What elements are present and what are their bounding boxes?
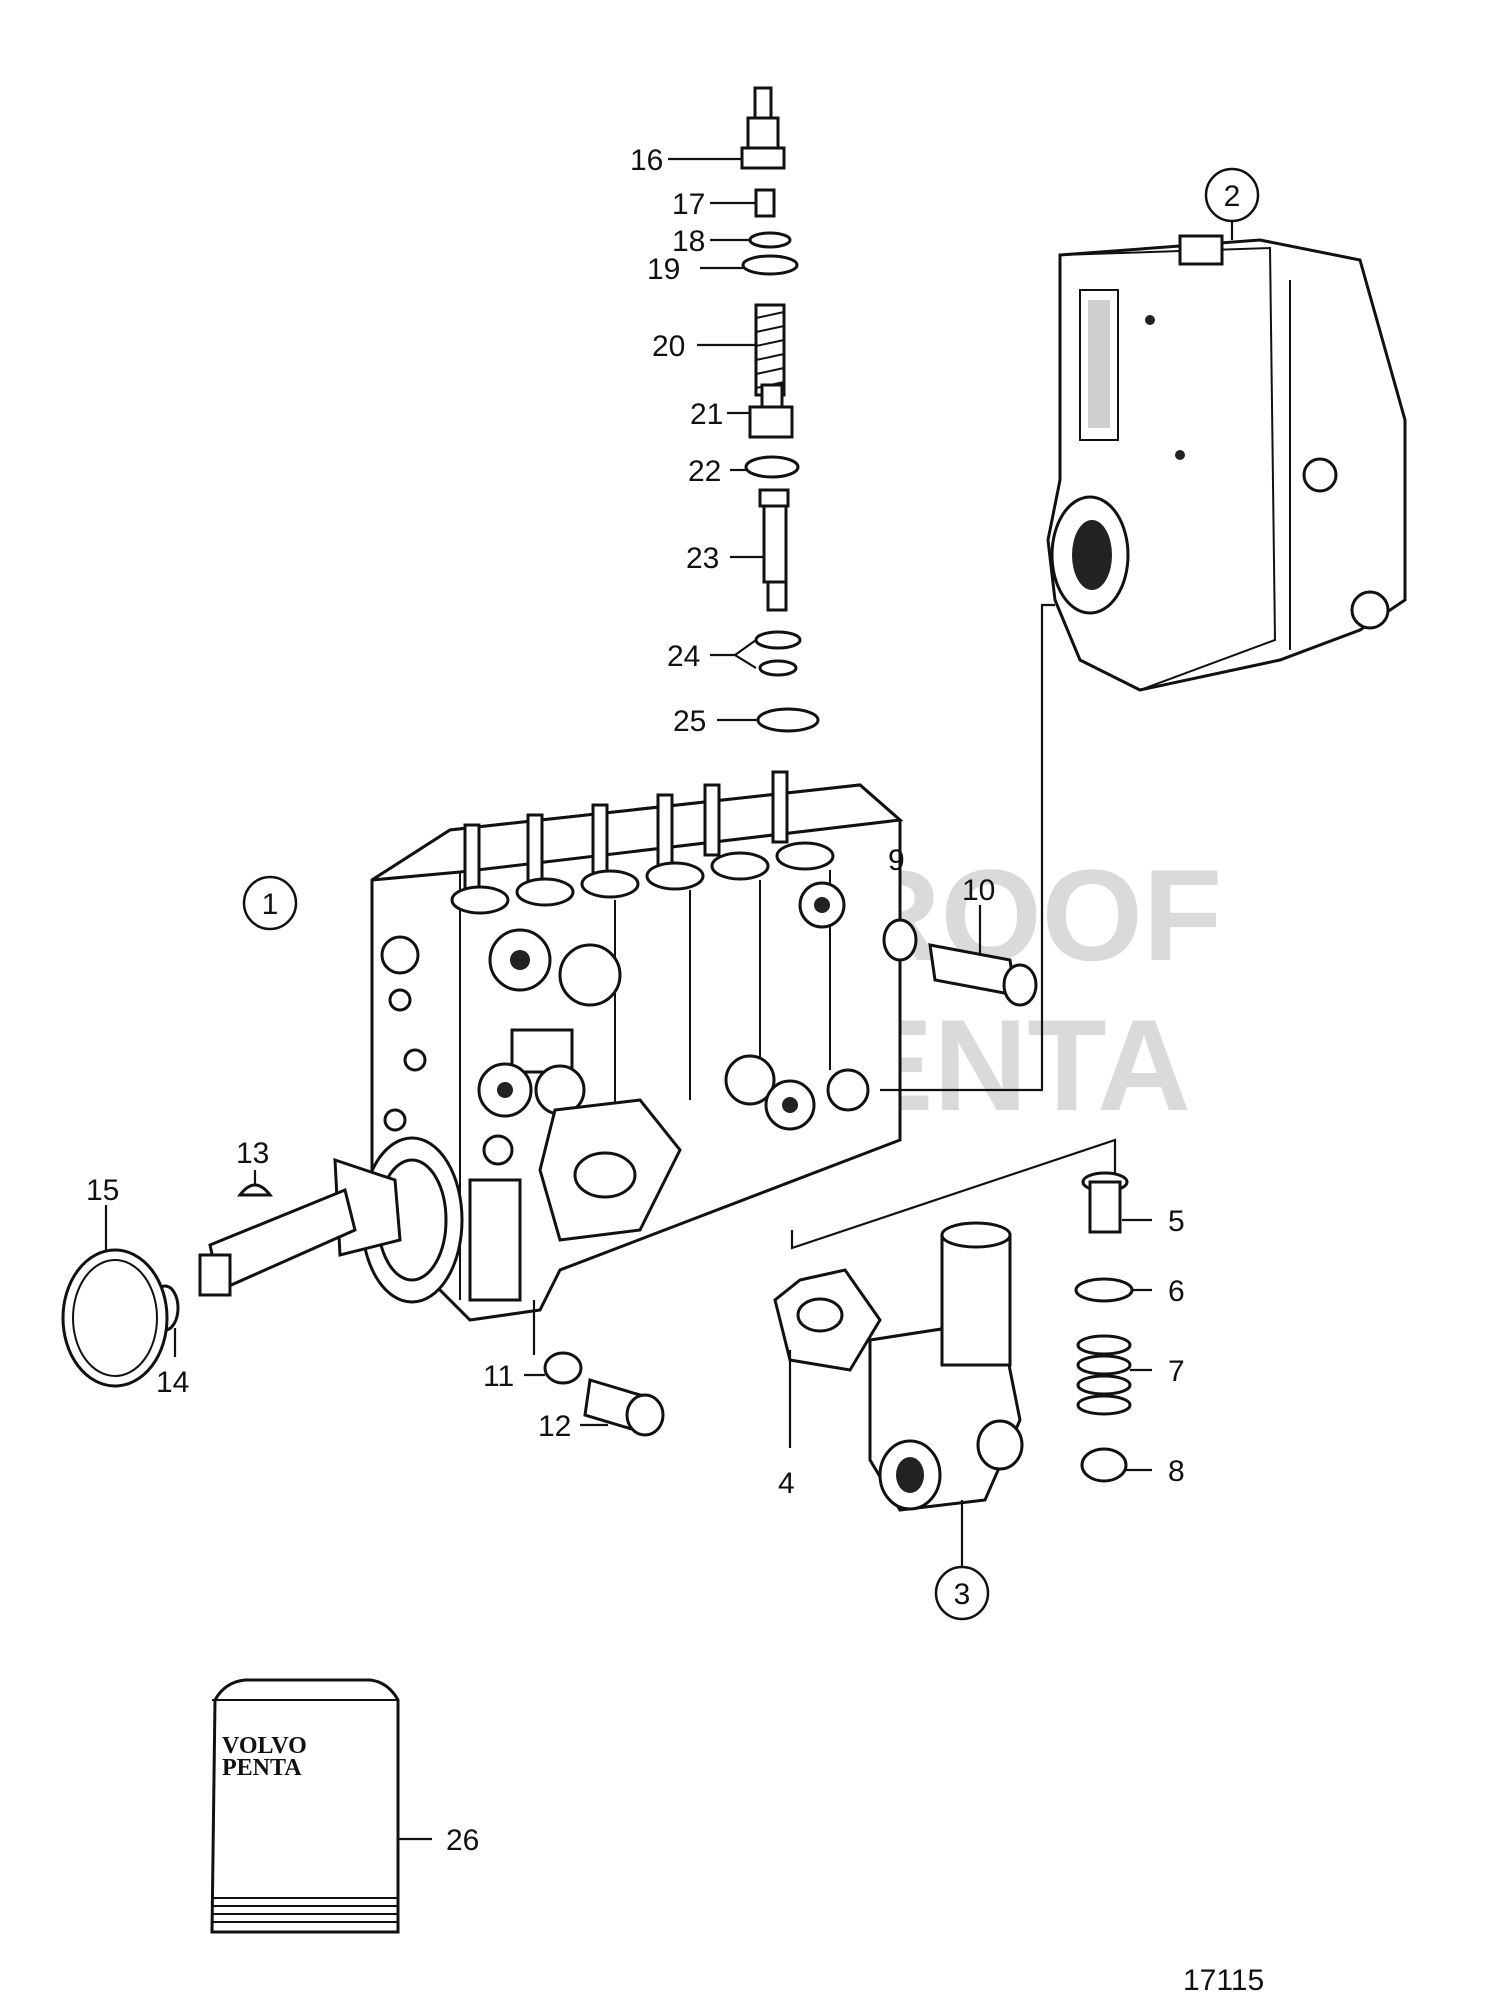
feed-pump [773, 1221, 1024, 1512]
callout-15: 15 [86, 1174, 119, 1207]
spring-7 [1076, 1334, 1132, 1416]
callout-25: 25 [673, 705, 706, 738]
callout-12: 12 [538, 1410, 571, 1443]
plunger-parts [1074, 1171, 1134, 1483]
callout-14: 14 [156, 1366, 189, 1399]
drive-shaft [61, 1157, 402, 1388]
circled-reference-3: 3 [934, 1500, 990, 1621]
callout-10: 10 [962, 874, 995, 907]
callout-20: 20 [652, 330, 685, 363]
leader-parts-5 [790, 1138, 1117, 1250]
callout-16: 16 [630, 144, 663, 177]
callout-6: 6 [1168, 1275, 1185, 1308]
volvo-penta-kit: VOLVO PENTA [210, 1678, 400, 1934]
callout-3: 3 [954, 1578, 971, 1611]
callout-21: 21 [690, 398, 723, 431]
callout-7: 7 [1168, 1355, 1185, 1388]
callout-1: 1 [262, 888, 279, 921]
callout-18: 18 [672, 225, 705, 258]
callout-13: 13 [236, 1137, 269, 1170]
callout-5: 5 [1168, 1205, 1185, 1238]
leader-housing [880, 603, 1055, 1092]
governor-housing [1046, 234, 1407, 692]
studs [463, 770, 789, 902]
callout-8: 8 [1168, 1455, 1185, 1488]
delivery-valve-stack [740, 86, 820, 733]
spring-20 [754, 303, 786, 397]
callouts: 16 17 18 19 20 21 22 23 24 25 9 10 5 6 7… [86, 144, 1185, 1857]
callout-2: 2 [1224, 180, 1241, 213]
callout-9: 9 [888, 844, 905, 877]
callout-11: 11 [483, 1360, 514, 1393]
callout-17: 17 [672, 188, 705, 221]
pump-body [360, 770, 904, 1322]
callout-22: 22 [688, 455, 721, 488]
callout-23: 23 [686, 542, 719, 575]
callout-24: 24 [667, 640, 700, 673]
logo-volvo: VOLVO [222, 1733, 307, 1759]
callout-4: 4 [778, 1467, 795, 1500]
circled-reference-2: 2 [1204, 167, 1260, 240]
logo-penta: PENTA [222, 1755, 302, 1781]
circled-reference-1: 1 [242, 875, 298, 931]
callout-19: 19 [647, 253, 680, 286]
small-fittings [543, 918, 1038, 1437]
drawing-number: 17115 [1183, 1964, 1264, 1997]
callout-26: 26 [446, 1824, 479, 1857]
